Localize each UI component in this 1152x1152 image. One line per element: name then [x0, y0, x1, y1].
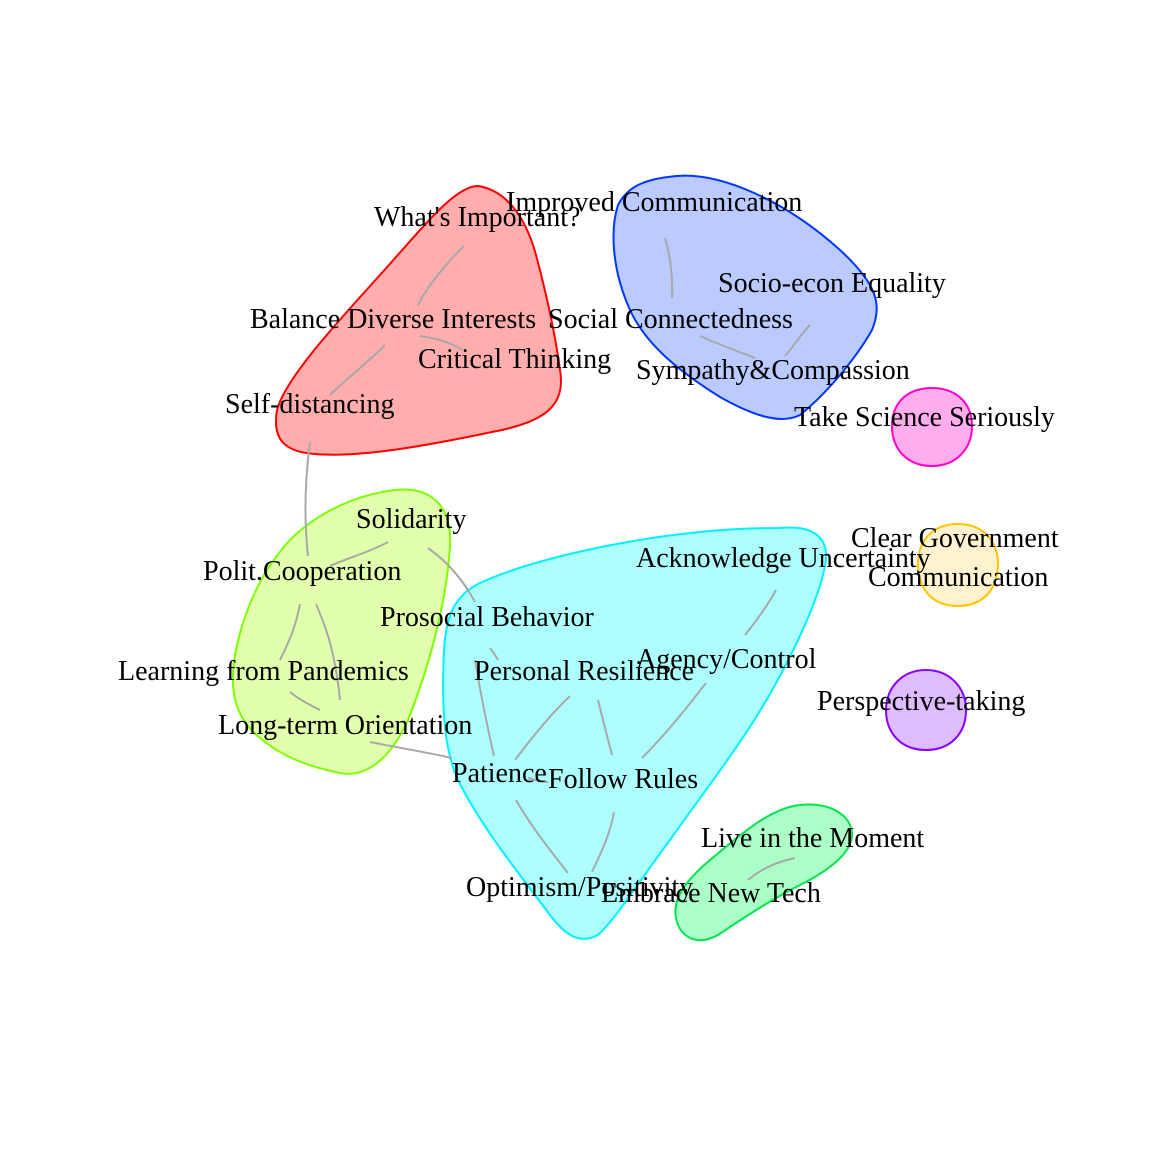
node-label-critical: Critical Thinking [418, 344, 611, 375]
edge-self_distancing-polit_coop [304, 441, 311, 557]
node-label-improved-comm: Improved Communication [506, 187, 802, 218]
node-label-balance: Balance Diverse Interests [250, 304, 536, 335]
node-label-agency: Agency/Control [636, 644, 817, 675]
edge-patience-follow_rules [527, 777, 549, 783]
node-label-live-moment: Live in the Moment [701, 823, 924, 854]
edge-follow_rules-optimism [591, 811, 615, 873]
edge-balance-critical [419, 335, 463, 351]
edge-socio_econ-sympathy [784, 324, 811, 357]
edge-balance-self_distancing [329, 344, 386, 396]
node-label-ack-uncert: Acknowledge Uncertainty [636, 543, 931, 574]
node-labels: What's Important? Balance Diverse Interes… [118, 187, 1059, 909]
edge-solidarity-prosocial [427, 547, 476, 603]
community-hull-green [674, 803, 854, 942]
edge-solidarity-polit_coop [329, 541, 389, 567]
node-label-take-science: Take Science Seriously [794, 402, 1055, 433]
node-label-polit-coop: Polit.Cooperation [203, 556, 401, 587]
node-label-socio-econ: Socio-econ Equality [718, 268, 946, 299]
node-label-perspective: Perspective-taking [817, 686, 1025, 717]
edge-whats_important-balance [417, 245, 465, 306]
edge-agency-follow_rules [641, 682, 707, 759]
edge-polit_coop-learning [279, 603, 301, 661]
node-label-sympathy: Sympathy&Compassion [636, 355, 910, 386]
edge-personal_res-patience [474, 659, 495, 757]
community-hull-purple [884, 668, 968, 752]
edge-improved_comm-social_conn [664, 237, 674, 299]
edge-social_conn-sympathy [699, 335, 756, 359]
node-label-prosocial: Prosocial Behavior [380, 602, 595, 633]
node-label-optimism: Optimism/Positivity [466, 872, 693, 903]
edge-patience-optimism [515, 799, 569, 874]
community-hull-blue [612, 174, 878, 420]
node-label-self-distancing: Self-distancing [225, 389, 395, 420]
edge-learning-long_term [289, 691, 321, 711]
community-hull-red [274, 184, 562, 456]
node-label-social-conn: Social Connectedness [548, 304, 793, 335]
community-hull-magenta [890, 386, 974, 468]
node-label-embrace-tech: Embrace New Tech [601, 878, 821, 909]
edges [279, 237, 811, 881]
node-label-patience: Patience [452, 758, 547, 789]
edge-patience-personal_res [514, 695, 571, 761]
node-label-learning: Learning from Pandemics [118, 656, 409, 687]
edge-polit_coop-long_term [315, 603, 341, 701]
edge-personal_res-follow_rules [597, 699, 613, 756]
edge-prosocial-personal_res [489, 647, 499, 661]
node-label-personal-res: Personal Resilience [474, 656, 694, 687]
node-label-whats-important: What's Important? [374, 202, 580, 233]
node-label-follow-rules: Follow Rules [548, 764, 698, 795]
node-label-solidarity: Solidarity [356, 504, 466, 535]
edge-live_moment-embrace_tech [747, 857, 796, 881]
node-label-clear-gov-2: Communication [868, 562, 1048, 593]
edge-ack_uncert-agency [744, 589, 777, 636]
node-label-long-term: Long-term Orientation [218, 710, 472, 741]
edge-long_term-patience [369, 741, 453, 759]
community-hull-orange [916, 522, 1000, 608]
node-label-clear-gov-1: Clear Government [851, 523, 1059, 554]
